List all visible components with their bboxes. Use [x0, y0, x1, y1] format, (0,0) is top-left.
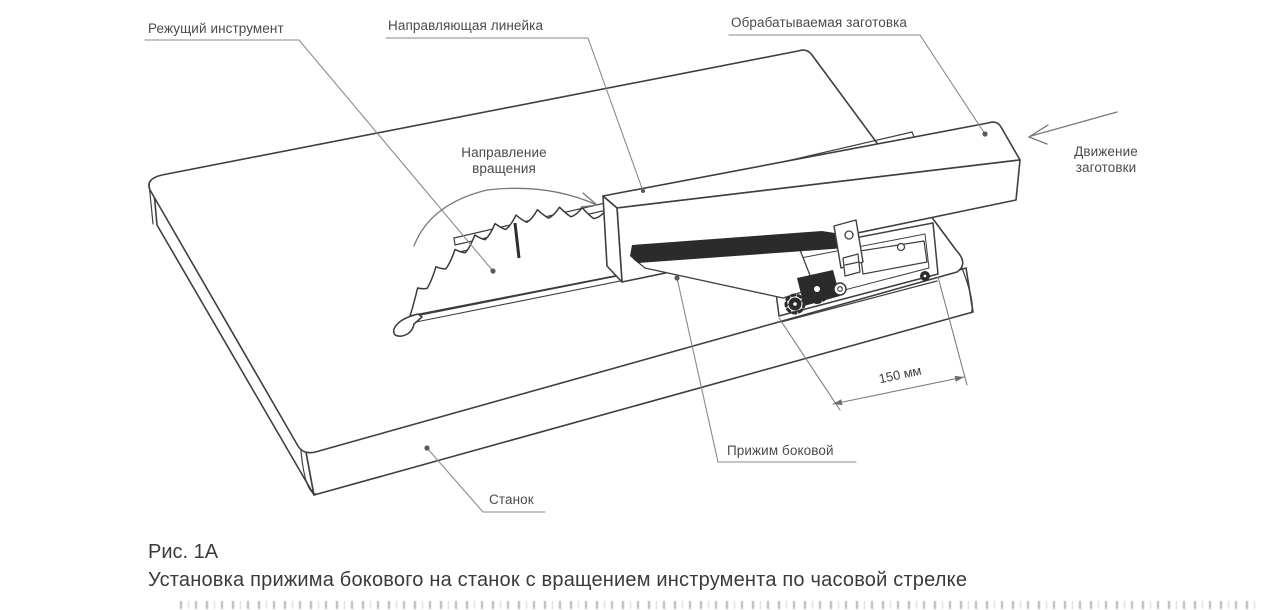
- table-corner-lines: [148, 182, 973, 495]
- leader-dot-cutting-tool: [490, 268, 496, 274]
- figure-caption-text: Установка прижима бокового на станок с в…: [148, 569, 968, 591]
- knob-small-center: [793, 302, 797, 306]
- movement-arrow: [1027, 111, 1118, 145]
- label-workpiece-movement-line2: заготовки: [1075, 160, 1137, 175]
- label-workpiece-movement-line1: Движение: [1074, 144, 1138, 159]
- plate-screw-dark-center: [923, 274, 927, 278]
- label-side-clamp: Прижим боковой: [727, 443, 834, 458]
- label-rotation-direction-line1: Направление: [461, 145, 547, 160]
- label-rotation-direction: Направление вращения: [429, 145, 579, 177]
- rotation-arc-arrow: [413, 187, 599, 247]
- workpiece-top-face: [602, 121, 1021, 209]
- leader-side-clamp: [676, 277, 857, 463]
- label-rotation-direction-line2: вращения: [472, 161, 536, 176]
- plate-screw-small: [896, 242, 906, 252]
- extension-line-right: [937, 276, 968, 386]
- dimension-arrow-right: [954, 375, 964, 382]
- pivot-hole: [844, 230, 854, 240]
- knob-large-center: [814, 286, 820, 292]
- clamp-bolt-ring: [833, 282, 847, 296]
- label-workpiece-movement: Движение заготовки: [1060, 144, 1152, 176]
- figure-caption: Рис. 1А Установка прижима бокового на ст…: [148, 540, 967, 592]
- leader-dot-workpiece: [982, 131, 988, 137]
- leader-machine: [426, 447, 546, 513]
- knob-large-teeth: [802, 276, 830, 304]
- riving-mark: [513, 222, 521, 259]
- label-guide-ruler: Направляющая линейка: [388, 18, 544, 33]
- label-workpiece: Обрабатываемая заготовка: [731, 15, 908, 30]
- clamp-arm-dark-bar: [630, 231, 848, 263]
- figure-number: Рис. 1А: [148, 541, 219, 563]
- rotation-arrowhead: [580, 192, 599, 208]
- knob-small-teeth: [784, 293, 806, 315]
- leader-dot-machine: [424, 445, 430, 451]
- pivot-bolt: [842, 253, 861, 277]
- dimension-150mm: [778, 276, 968, 411]
- workpiece-end-face: [602, 195, 623, 283]
- extension-line-left: [778, 317, 841, 411]
- movement-arrowhead: [1027, 124, 1049, 145]
- label-machine: Станок: [489, 492, 534, 507]
- dimension-line: [832, 376, 965, 405]
- clipped-text-line: [180, 601, 1255, 609]
- leader-guide-ruler: [385, 37, 644, 192]
- clamp-plate-thickness: [780, 280, 938, 323]
- leader-dot-guide-ruler: [641, 189, 645, 193]
- leader-dot-side-clamp: [674, 275, 680, 281]
- side-clamp-drawing: [630, 219, 939, 323]
- leader-cutting-tool: [144, 39, 494, 272]
- label-cutting-tool: Режущий инструмент: [148, 21, 284, 36]
- clamp-bolt-ring-center: [837, 286, 843, 292]
- leader-workpiece: [728, 34, 986, 135]
- leader-lines: [144, 34, 988, 513]
- dimension-arrow-left: [833, 399, 843, 406]
- blade-bottom-tooth-detail: [392, 313, 423, 337]
